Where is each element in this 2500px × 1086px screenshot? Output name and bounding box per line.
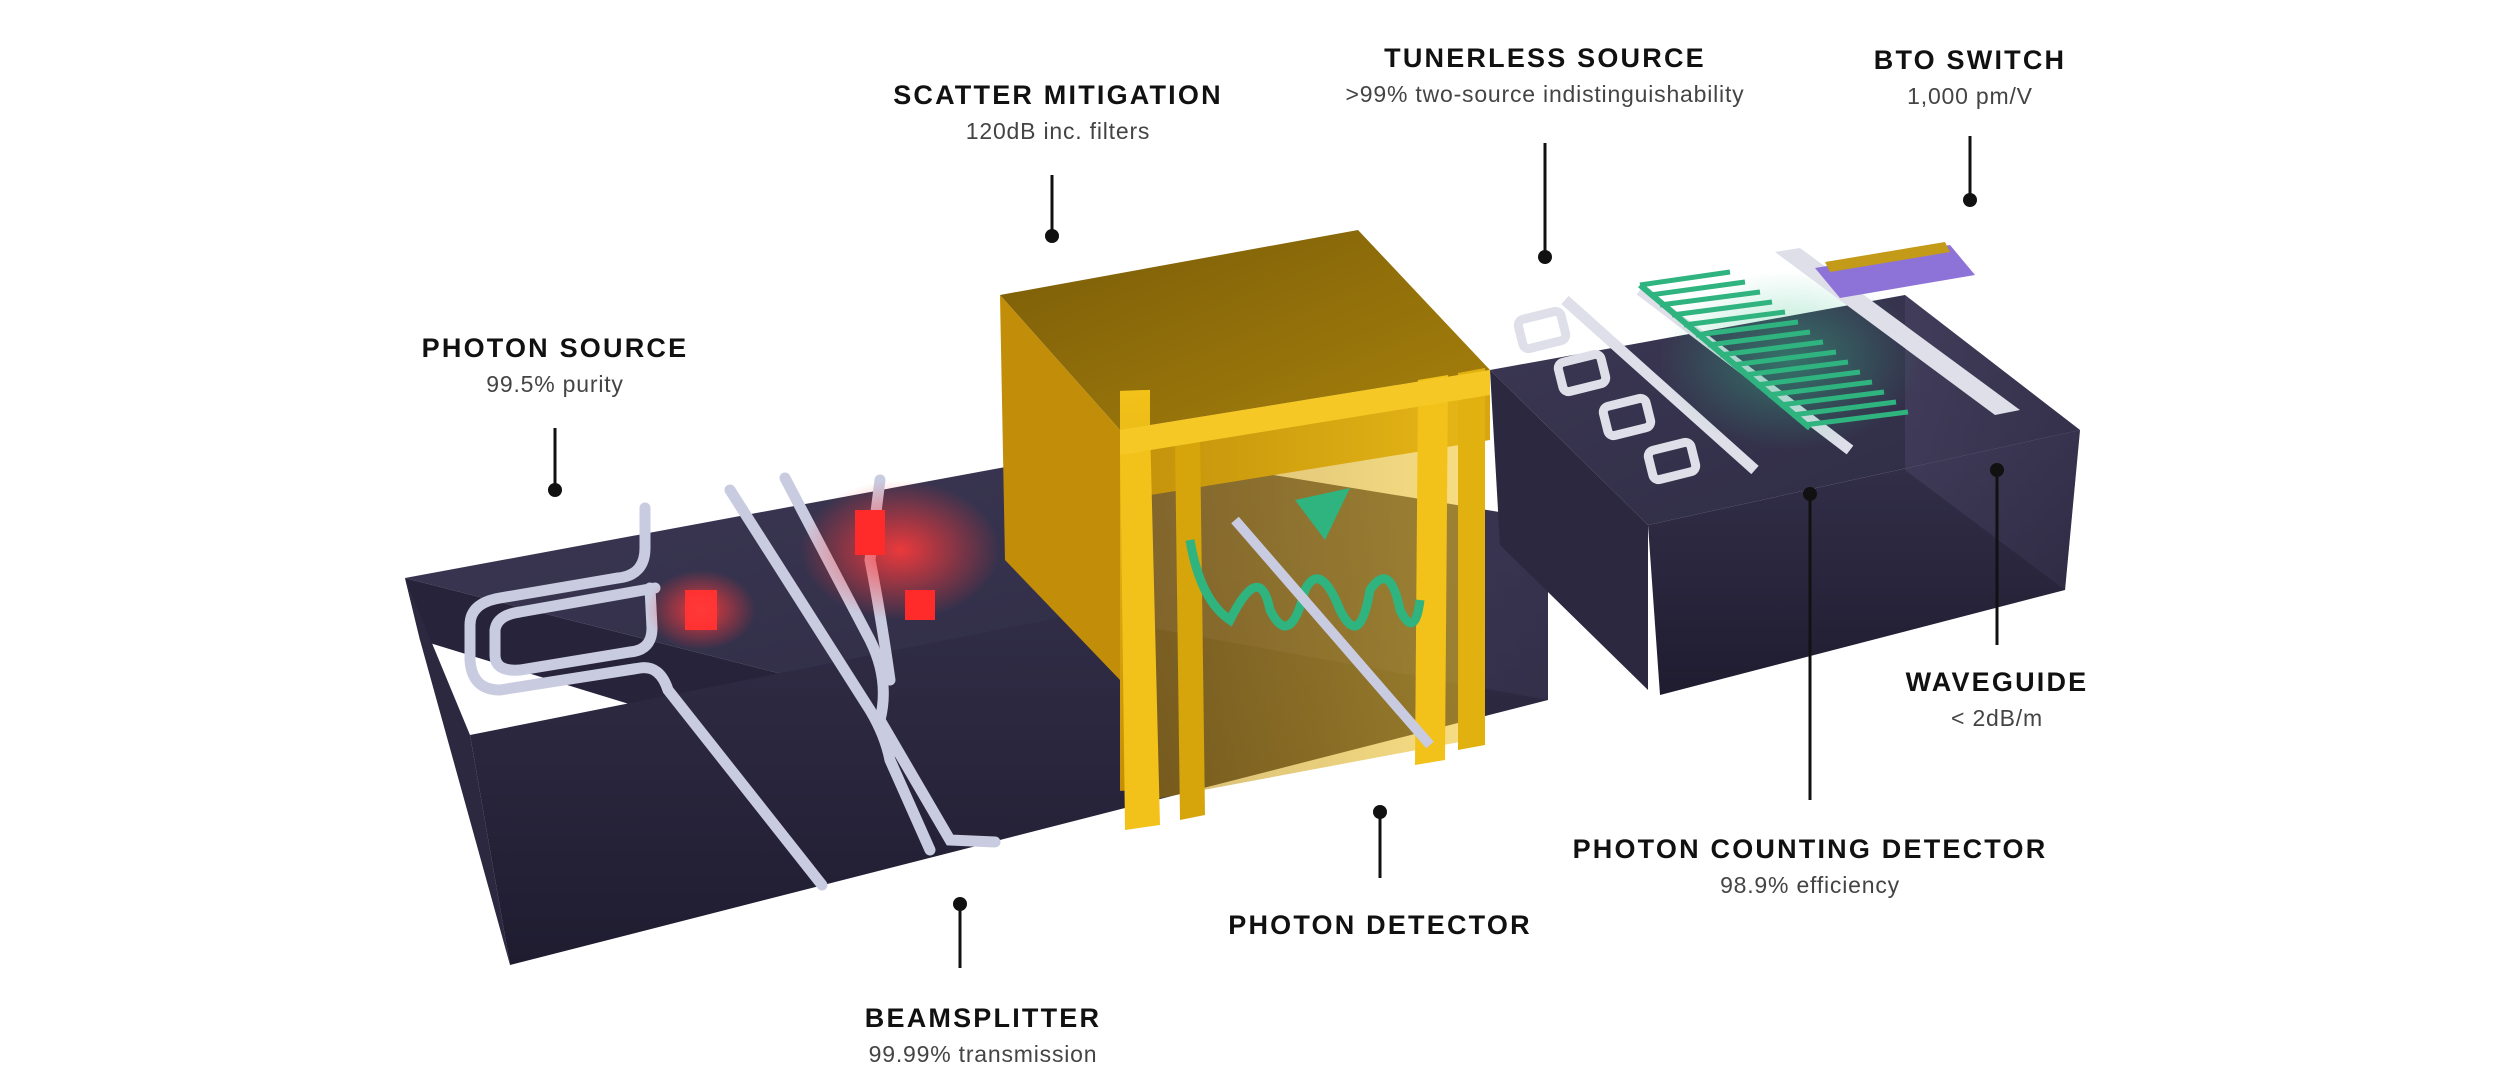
callout-subtitle: 99.99% transmission xyxy=(868,1041,1098,1067)
beamsplitter-waveguides xyxy=(724,423,1001,856)
leader-lines xyxy=(553,136,1999,968)
callout-title: PHOTON COUNTING DETECTOR xyxy=(1572,834,2048,864)
leader-dots xyxy=(548,193,2004,911)
callout-subtitle: 1,000 pm/V xyxy=(1907,83,2033,109)
callout-subtitle: 120dB inc. filters xyxy=(965,118,1151,144)
photon-source-ring xyxy=(464,502,828,891)
callout-photon-source: PHOTON SOURCE 99.5% purity xyxy=(205,331,905,399)
callout-waveguide: WAVEGUIDE < 2dB/m xyxy=(1647,665,2347,733)
callout-subtitle: >99% two-source indistinguishability xyxy=(1345,81,1745,107)
callout-title: WAVEGUIDE xyxy=(1905,667,2089,697)
callout-photon-detector: PHOTON DETECTOR xyxy=(1030,908,1730,942)
callout-scatter-mitigation: SCATTER MITIGATION 120dB inc. filters xyxy=(708,78,1408,146)
bto-switch-element xyxy=(1775,185,2020,415)
callout-subtitle: < 2dB/m xyxy=(1951,705,2043,731)
callout-bto-switch: BTO SWITCH 1,000 pm/V xyxy=(1620,43,2320,111)
callout-beamsplitter: BEAMSPLITTER 99.99% transmission xyxy=(633,1001,1333,1069)
callout-title: TUNERLESS SOURCE xyxy=(1384,43,1706,73)
photon-detector-element xyxy=(1185,435,1434,749)
callout-title: BEAMSPLITTER xyxy=(864,1003,1102,1033)
callout-photon-counting-detector: PHOTON COUNTING DETECTOR 98.9% efficienc… xyxy=(1460,832,2160,900)
callout-title: SCATTER MITIGATION xyxy=(893,80,1223,110)
callout-title: BTO SWITCH xyxy=(1873,45,2067,75)
callout-tunerless-source: TUNERLESS SOURCE >99% two-source indisti… xyxy=(1195,41,1895,109)
callout-title: PHOTON DETECTOR xyxy=(1228,910,1532,940)
callout-subtitle: 98.9% efficiency xyxy=(1720,872,1900,898)
photon-counting-detector-element xyxy=(1638,269,1920,450)
callout-title: PHOTON SOURCE xyxy=(421,333,689,363)
callout-subtitle: 99.5% purity xyxy=(486,371,624,397)
